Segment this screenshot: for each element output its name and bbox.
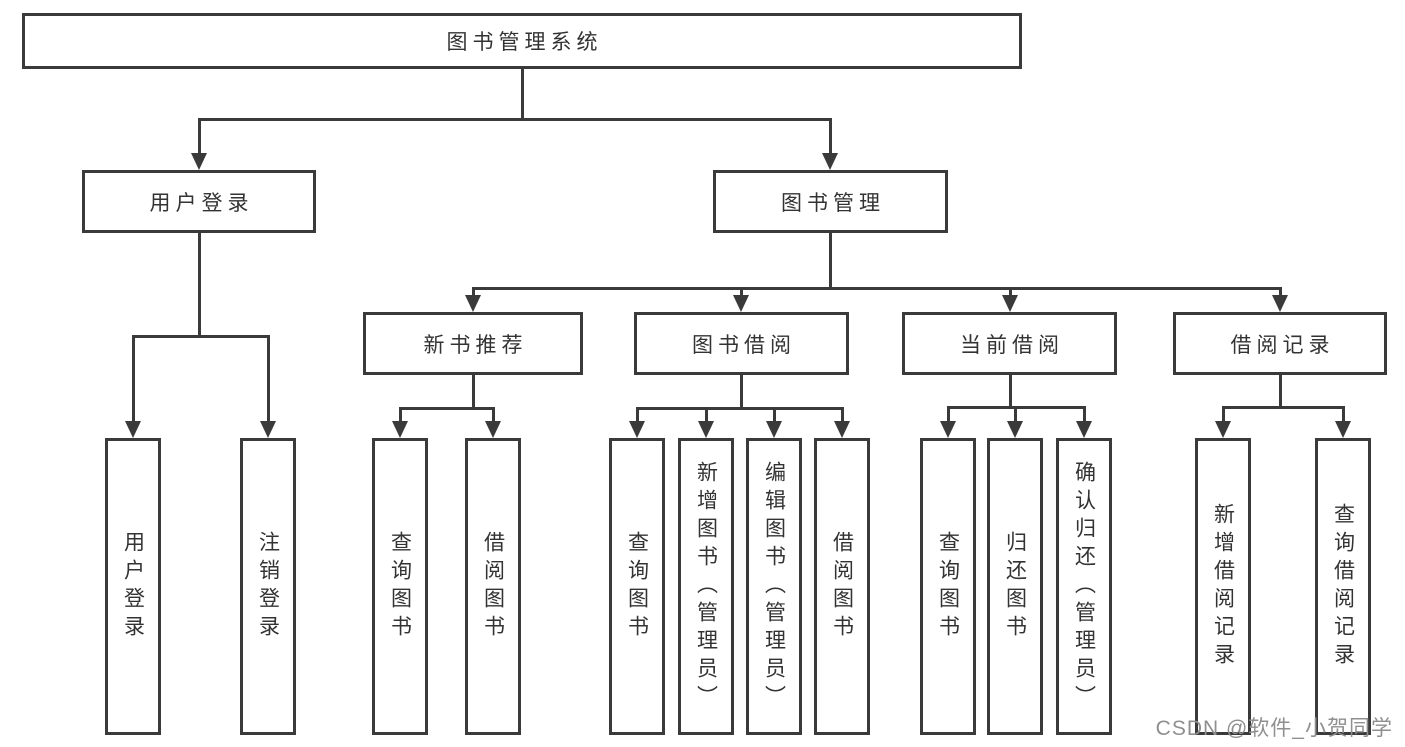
connector-vline — [773, 407, 776, 422]
leaf-confirm-return-admin: 确认归还（管理员） — [1056, 438, 1112, 735]
connector-hline — [399, 407, 495, 410]
arrow-down-icon — [191, 153, 207, 170]
arrow-down-icon — [629, 421, 645, 438]
connector-vline — [472, 287, 475, 296]
connector-vline — [492, 407, 495, 422]
arrow-down-icon — [392, 421, 408, 438]
leaf-logout: 注销登录 — [240, 438, 296, 735]
connector-vline — [1009, 375, 1012, 409]
leaf-return-book: 归还图书 — [987, 438, 1043, 735]
arrow-down-icon — [1002, 295, 1018, 312]
arrow-down-icon — [1335, 421, 1351, 438]
arrow-down-icon — [766, 421, 782, 438]
leaf-query-books-borrow: 查询图书 — [609, 438, 665, 735]
arrow-down-icon — [940, 421, 956, 438]
node-borrowing-records: 借阅记录 — [1173, 312, 1387, 375]
connector-vline — [267, 335, 270, 422]
connector-vline — [1279, 287, 1282, 296]
connector-vline — [636, 407, 639, 422]
connector-vline — [841, 407, 844, 422]
csdn-watermark: CSDN @软件_小贺同学 — [1155, 717, 1393, 740]
leaf-query-books-recommend: 查询图书 — [372, 438, 428, 735]
arrow-down-icon — [260, 421, 276, 438]
connector-hline — [1222, 406, 1345, 409]
node-new-book-recommendation: 新书推荐 — [363, 312, 583, 375]
node-current-borrowing: 当前借阅 — [902, 312, 1117, 375]
leaf-user-login: 用户登录 — [105, 438, 161, 735]
connector-hline — [636, 407, 844, 410]
connector-vline — [705, 407, 708, 422]
leaf-query-books-current: 查询图书 — [920, 438, 976, 735]
connector-vline — [740, 287, 743, 296]
connector-vline — [1009, 287, 1012, 296]
connector-vline — [1279, 375, 1282, 409]
connector-vline — [829, 118, 832, 154]
leaf-add-borrow-record: 新增借阅记录 — [1195, 438, 1251, 735]
leaf-query-borrow-record: 查询借阅记录 — [1315, 438, 1371, 735]
arrow-down-icon — [1272, 295, 1288, 312]
node-library-management-system: 图书管理系统 — [22, 13, 1022, 69]
node-book-management: 图书管理 — [713, 170, 948, 233]
arrow-down-icon — [1215, 421, 1231, 438]
connector-vline — [1083, 406, 1086, 422]
arrow-down-icon — [1007, 421, 1023, 438]
connector-vline — [132, 335, 135, 422]
leaf-edit-book-admin: 编辑图书（管理员） — [746, 438, 802, 735]
arrow-down-icon — [465, 295, 481, 312]
arrow-down-icon — [698, 421, 714, 438]
leaf-borrow-books-recommend: 借阅图书 — [465, 438, 521, 735]
connector-hline — [472, 287, 1282, 290]
connector-vline — [829, 233, 832, 290]
connector-vline — [521, 69, 524, 121]
connector-vline — [1014, 406, 1017, 422]
connector-hline — [198, 118, 832, 121]
arrow-down-icon — [125, 421, 141, 438]
connector-vline — [198, 118, 201, 154]
node-book-borrowing: 图书借阅 — [634, 312, 849, 375]
arrow-down-icon — [834, 421, 850, 438]
connector-vline — [472, 375, 475, 410]
connector-vline — [947, 406, 950, 422]
connector-hline — [132, 335, 270, 338]
leaf-add-book-admin: 新增图书（管理员） — [678, 438, 734, 735]
node-user-login: 用户登录 — [82, 170, 316, 233]
connector-vline — [1222, 406, 1225, 422]
leaf-borrow-books: 借阅图书 — [814, 438, 870, 735]
arrow-down-icon — [822, 153, 838, 170]
connector-vline — [399, 407, 402, 422]
connector-vline — [198, 233, 201, 338]
arrow-down-icon — [485, 421, 501, 438]
arrow-down-icon — [733, 295, 749, 312]
connector-vline — [1342, 406, 1345, 422]
arrow-down-icon — [1076, 421, 1092, 438]
connector-vline — [740, 375, 743, 410]
